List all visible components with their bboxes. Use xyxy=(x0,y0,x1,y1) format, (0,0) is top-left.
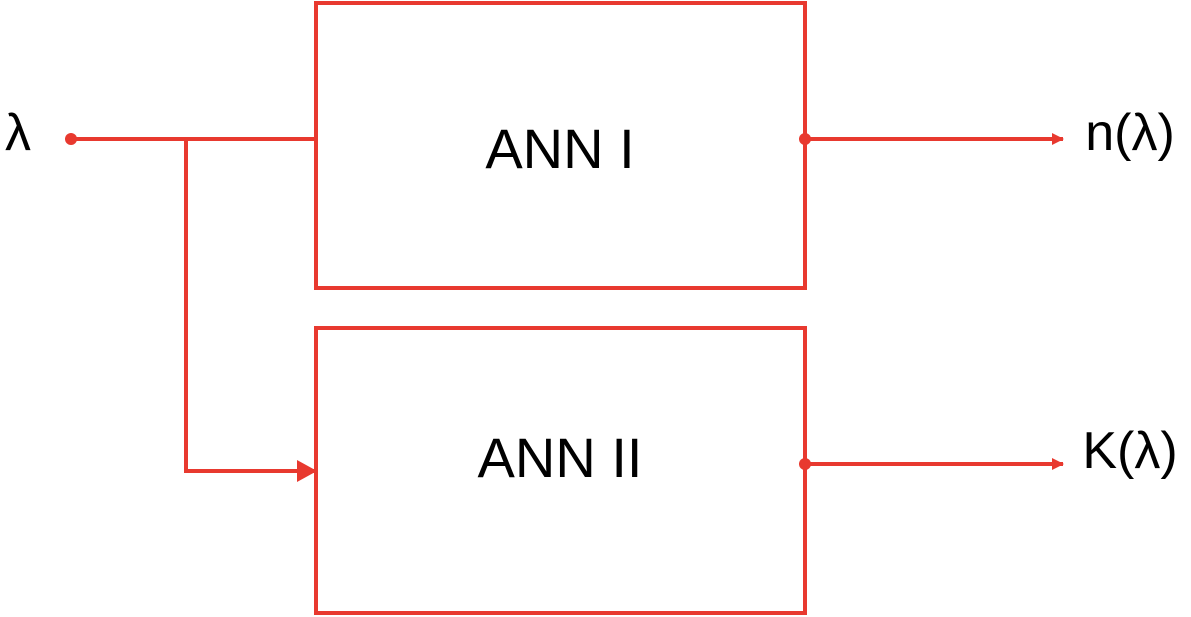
output-label-n-lambda: n(λ) xyxy=(1085,104,1175,162)
ann-1-label: ANN I xyxy=(485,117,634,180)
ann-2-block xyxy=(314,326,807,615)
output-label-k-lambda: K(λ) xyxy=(1082,422,1177,480)
input-label-lambda: λ xyxy=(5,104,31,162)
branch-line-to-ann-2 xyxy=(184,139,317,482)
ann-1-block xyxy=(314,1,807,290)
ann-2-label: ANN II xyxy=(478,426,643,489)
